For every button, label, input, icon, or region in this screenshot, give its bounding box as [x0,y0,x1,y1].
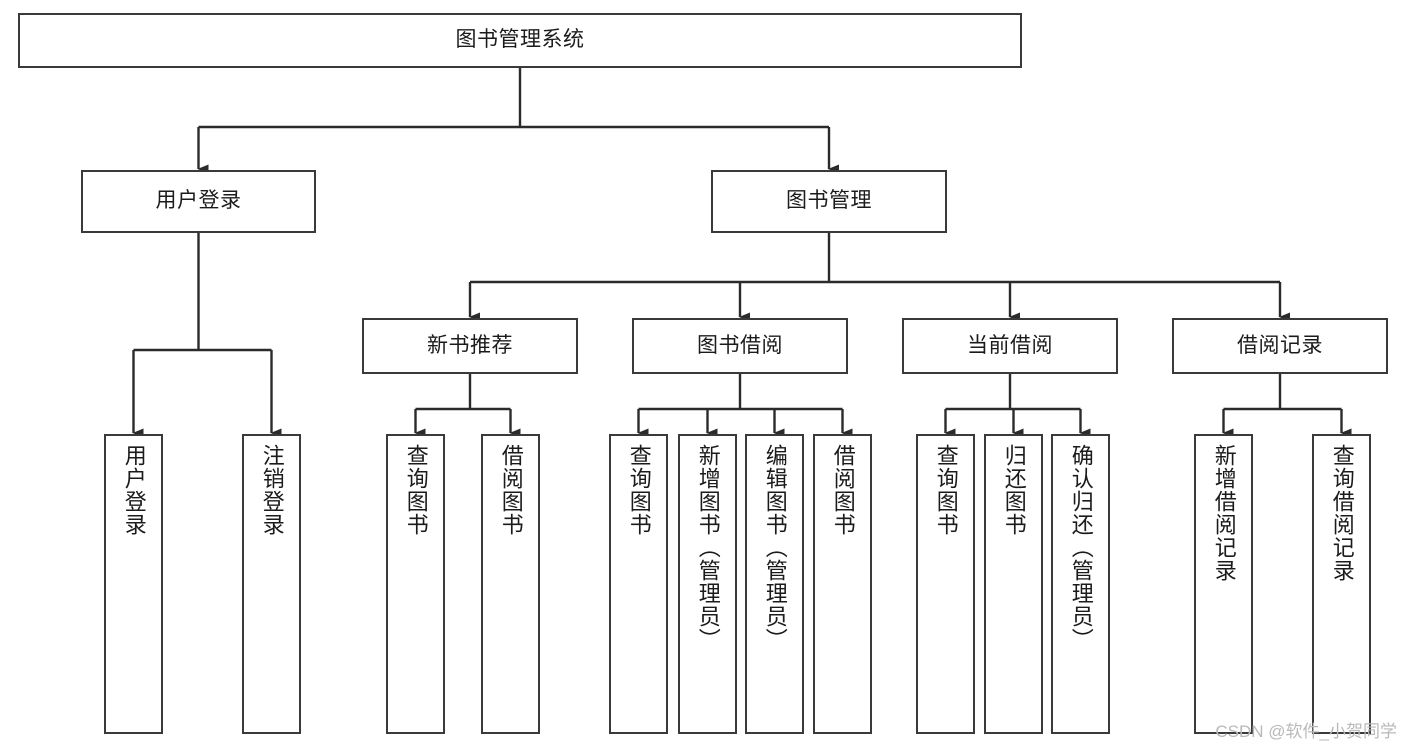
node-new-book-recommend-label: 新书推荐 [427,333,513,357]
node-leaf-logout-label: 注销登录 [259,444,285,536]
node-leaf-return-book-label: 归还图书 [1001,444,1027,536]
node-root[interactable]: 图书管理系统 [18,13,1022,68]
node-leaf-user-login[interactable]: 用户登录 [104,434,163,734]
node-leaf-borrow-query-label: 查询图书 [626,444,652,536]
node-leaf-confirm-return[interactable]: 确认归还（管理员） [1051,434,1110,734]
node-current-borrow-label: 当前借阅 [967,333,1053,357]
node-leaf-record-query[interactable]: 查询借阅记录 [1312,434,1371,734]
node-leaf-current-query[interactable]: 查询图书 [916,434,975,734]
node-user-login-label: 用户登录 [155,189,242,213]
node-book-borrow[interactable]: 图书借阅 [632,318,848,374]
node-book-borrow-label: 图书借阅 [697,333,783,357]
node-root-label: 图书管理系统 [455,28,585,52]
watermark: CSDN @软件_小贺同学 [1215,722,1397,741]
node-leaf-borrow-query[interactable]: 查询图书 [609,434,668,734]
node-leaf-record-add[interactable]: 新增借阅记录 [1194,434,1253,734]
node-leaf-book-edit[interactable]: 编辑图书（管理员） [745,434,804,734]
node-borrow-records[interactable]: 借阅记录 [1172,318,1388,374]
node-leaf-current-query-label: 查询图书 [933,444,959,536]
node-leaf-book-borrow-label: 借阅图书 [830,444,856,536]
node-book-management[interactable]: 图书管理 [711,170,947,233]
node-leaf-record-query-label: 查询借阅记录 [1329,444,1355,582]
node-leaf-newbook-query-label: 查询图书 [403,444,429,536]
node-leaf-book-add-label: 新增图书（管理员） [695,444,721,651]
node-current-borrow[interactable]: 当前借阅 [902,318,1118,374]
node-leaf-book-borrow[interactable]: 借阅图书 [813,434,872,734]
node-user-login[interactable]: 用户登录 [81,170,316,233]
node-leaf-return-book[interactable]: 归还图书 [984,434,1043,734]
node-borrow-records-label: 借阅记录 [1237,333,1323,357]
node-leaf-logout[interactable]: 注销登录 [242,434,301,734]
node-leaf-book-edit-label: 编辑图书（管理员） [762,444,788,651]
node-leaf-confirm-return-label: 确认归还（管理员） [1068,444,1094,651]
node-leaf-newbook-borrow[interactable]: 借阅图书 [481,434,540,734]
node-leaf-newbook-query[interactable]: 查询图书 [386,434,445,734]
node-book-management-label: 图书管理 [786,189,872,213]
node-leaf-book-add[interactable]: 新增图书（管理员） [678,434,737,734]
node-leaf-newbook-borrow-label: 借阅图书 [498,444,524,536]
node-leaf-record-add-label: 新增借阅记录 [1211,444,1237,582]
node-leaf-user-login-label: 用户登录 [121,444,147,536]
node-new-book-recommend[interactable]: 新书推荐 [362,318,578,374]
